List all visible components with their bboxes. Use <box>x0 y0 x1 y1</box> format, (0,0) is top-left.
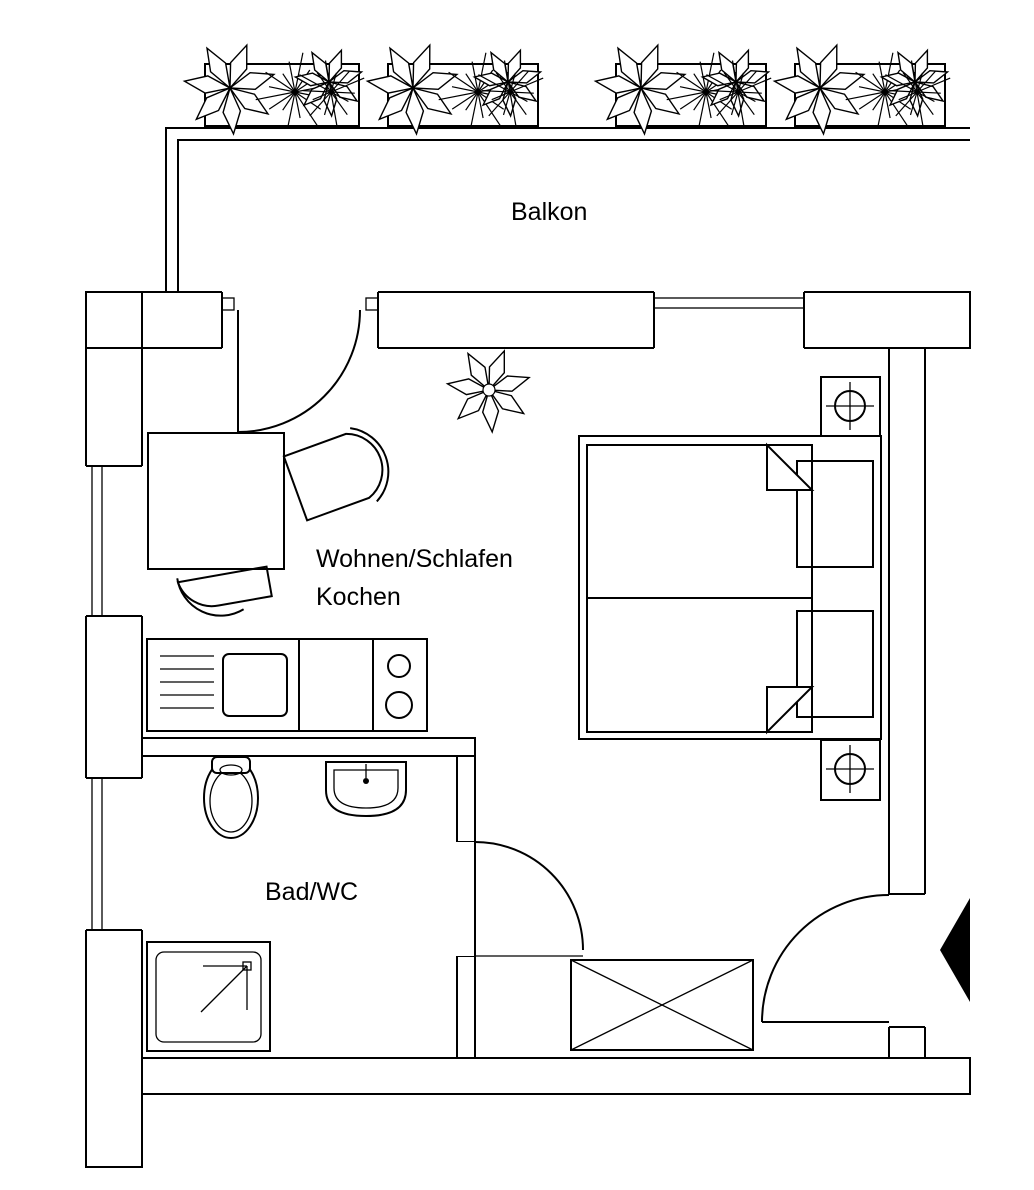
planter-icon <box>772 43 951 136</box>
planter-icon <box>593 43 772 136</box>
walls <box>85 291 971 1168</box>
planter-icon <box>182 43 365 136</box>
kitchen-label: Kochen <box>316 583 401 611</box>
bedside-lamp-icon <box>820 739 881 801</box>
planter-icon <box>365 43 544 136</box>
double-bed-icon <box>578 435 882 740</box>
potted-plant-icon <box>445 349 531 434</box>
table-icon <box>147 432 285 570</box>
chair-icon <box>282 427 390 522</box>
planter-icon <box>182 43 951 136</box>
bedside-lamp-icon <box>820 376 881 437</box>
entrance-door <box>761 894 890 1023</box>
living-room-label: Wohnen/Schlafen <box>316 545 513 573</box>
washbasin-icon <box>325 761 407 818</box>
balcony-door <box>237 309 361 433</box>
kitchenette-icon <box>146 638 428 732</box>
entrance-arrow-icon <box>940 898 970 1002</box>
wardrobe-icon <box>570 959 754 1051</box>
chair-icon <box>176 565 273 617</box>
bath-door <box>474 841 584 957</box>
wall-openings <box>85 291 970 1059</box>
shower-tray-icon <box>146 941 271 1052</box>
toilet-icon <box>203 756 259 839</box>
bathroom-label: Bad/WC <box>265 878 358 906</box>
balcony-label: Balkon <box>511 198 587 226</box>
balcony: Balkon <box>165 127 970 292</box>
